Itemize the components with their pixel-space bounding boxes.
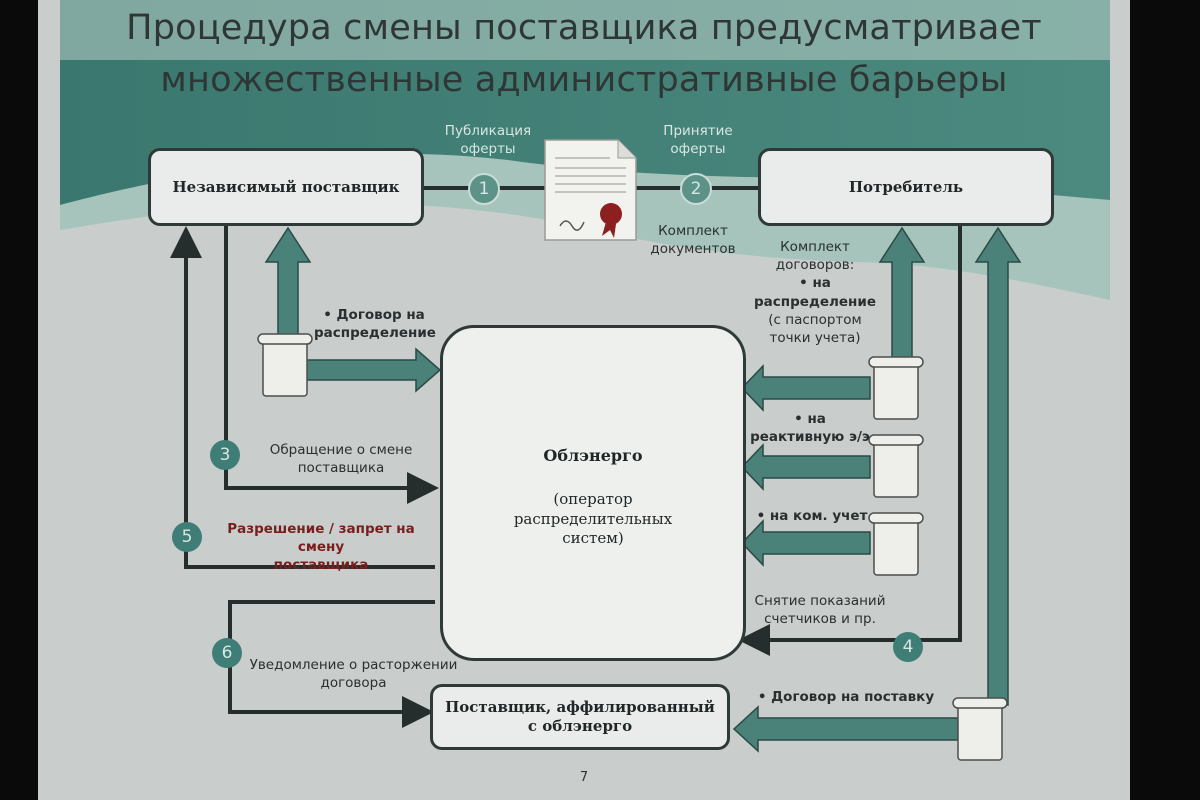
- contracts-label-line1: Комплект: [780, 239, 850, 255]
- oblenergo-name: Облэнерго: [543, 446, 643, 465]
- distribution-contract-label-line1: • Договор на: [323, 307, 425, 323]
- notice-label: Уведомление о расторжении договора: [246, 656, 461, 692]
- permission-label-line2: поставщика: [273, 557, 369, 574]
- step-4-badge: 4: [893, 632, 923, 662]
- scroll-icon-supply: [952, 697, 1008, 761]
- step-6-badge: 6: [212, 638, 242, 668]
- acceptance-label: Принятие оферты: [648, 122, 748, 158]
- publication-label-line2: оферты: [460, 141, 516, 158]
- reactive-label-line2: реактивную э/э: [750, 429, 870, 446]
- reactive-label: • на реактивную э/э: [750, 410, 870, 446]
- arrow-up-consumer-1: [878, 226, 926, 363]
- document-icon: [544, 139, 637, 241]
- appeal-label-line1: Обращение о смене: [269, 442, 413, 458]
- permission-label: Разрешение / запрет на смену поставщика: [206, 520, 436, 575]
- arrow-up-consumer-2: [974, 226, 1022, 706]
- metering-label: • на ком. учет: [756, 508, 868, 524]
- step-2-badge: 2: [680, 173, 712, 205]
- readings-label-line1: Снятие показаний: [754, 593, 886, 609]
- oblenergo-description: (оператор распределительных систем): [513, 490, 673, 547]
- arrow-left-metering: [740, 519, 871, 567]
- step-1-badge: 1: [468, 173, 500, 205]
- documents-label-line1: Комплект: [658, 223, 728, 239]
- scroll-icon-metering: [868, 512, 924, 576]
- arrow-right-dist: [305, 347, 442, 393]
- acceptance-label-line2: оферты: [670, 141, 726, 158]
- readings-label-line2: счетчиков и пр.: [764, 611, 876, 628]
- contracts-label-line2: договоров:: [775, 257, 855, 274]
- title-line-1: Процедура смены поставщика предусматрива…: [126, 8, 1042, 48]
- affiliated-supplier-box: Поставщик, аффилированный с облэнерго: [430, 684, 730, 750]
- appeal-line: [224, 222, 439, 504]
- consumer-box: Потребитель: [758, 148, 1054, 226]
- scroll-icon-dist-consumer: [868, 356, 924, 420]
- acceptance-label-line1: Принятие: [663, 123, 733, 139]
- distribution-contract-label: • Договор на распределение: [314, 306, 436, 342]
- contracts-label-line6: точки учета): [769, 330, 861, 347]
- documents-label-line2: документов: [650, 241, 736, 258]
- publication-label: Публикация оферты: [433, 122, 543, 158]
- permission-label-line1: Разрешение / запрет на смену: [227, 521, 415, 556]
- scroll-icon-reactive: [868, 434, 924, 498]
- title-line-2: множественные административные барьеры: [160, 60, 1008, 100]
- permission-line: [170, 226, 435, 569]
- independent-supplier-box: Независимый поставщик: [148, 148, 424, 226]
- notice-label-line2: договора: [320, 675, 387, 692]
- appeal-label: Обращение о смене поставщика: [256, 441, 426, 477]
- notice-label-line1: Уведомление о расторжении: [249, 657, 458, 673]
- arrow-left-dist: [740, 364, 871, 412]
- oblenergo-box: Облэнерго (оператор распределительных си…: [440, 325, 746, 661]
- arrow-left-supply: [732, 705, 959, 753]
- appeal-label-line2: поставщика: [297, 460, 385, 477]
- slide: Процедура смены поставщика предусматрива…: [38, 0, 1130, 800]
- arrow-up-supplier: [264, 226, 312, 336]
- documents-label: Комплект документов: [638, 222, 748, 258]
- reactive-label-line1: • на: [794, 411, 826, 427]
- readings-line: [738, 225, 962, 656]
- scroll-icon-dist-supplier: [257, 333, 313, 397]
- contracts-label-line4: распределение: [754, 293, 876, 310]
- step-5-badge: 5: [172, 522, 202, 552]
- step-3-badge: 3: [210, 440, 240, 470]
- page-number: 7: [579, 770, 589, 785]
- contracts-label-line3: • на: [799, 275, 831, 292]
- distribution-contract-label-line2: распределение: [314, 325, 436, 342]
- contracts-label: Комплект договоров: • на распределение (…: [750, 238, 880, 347]
- supply-contract-label: • Договор на поставку: [757, 689, 935, 705]
- readings-label: Снятие показаний счетчиков и пр.: [750, 592, 890, 628]
- arrow-left-reactive: [740, 443, 871, 491]
- contracts-label-line5: (с паспортом: [768, 311, 862, 328]
- publication-label-line1: Публикация: [444, 123, 532, 139]
